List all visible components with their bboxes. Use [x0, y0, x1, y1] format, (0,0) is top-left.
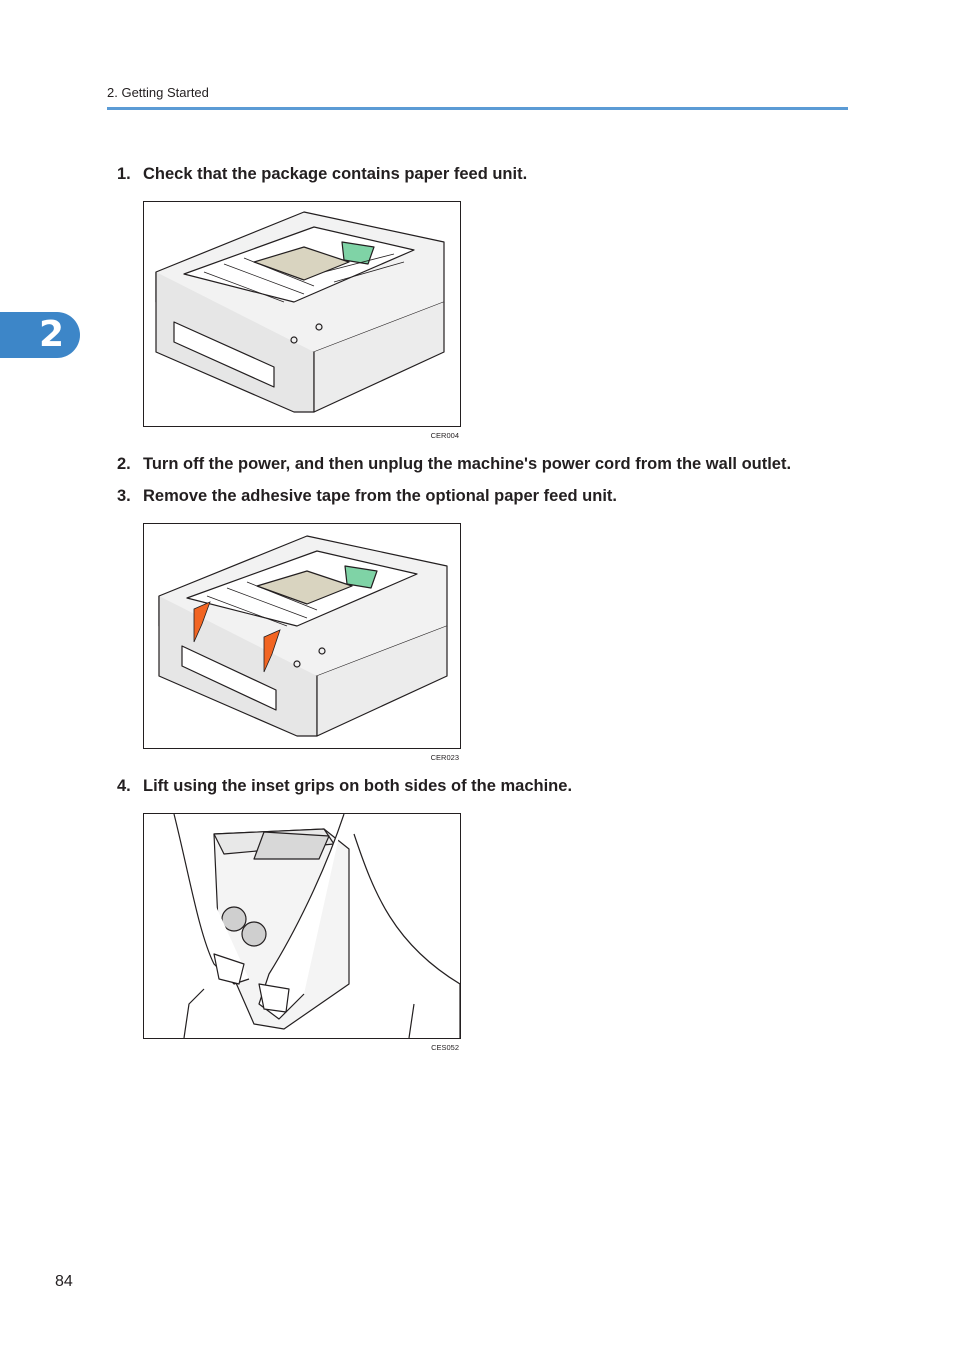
step-number: 3.: [117, 487, 131, 505]
step-text: Check that the package contains paper fe…: [143, 165, 528, 183]
step-text: Remove the adhesive tape from the option…: [143, 487, 618, 505]
lifting-machine-illustration: [173, 814, 460, 1038]
step-1: 1. Check that the package contains paper …: [117, 165, 527, 184]
section-title: 2. Getting Started: [107, 85, 209, 100]
step-text: Turn off the power, and then unplug the …: [143, 455, 792, 473]
step-number: 2.: [117, 455, 131, 473]
figure-code: CER023: [430, 753, 459, 762]
step-2: 2. Turn off the power, and then unplug th…: [117, 455, 791, 474]
step-number: 1.: [117, 165, 131, 183]
step-3: 3. Remove the adhesive tape from the opti…: [117, 487, 617, 506]
figure-paper-feed-unit: [143, 201, 461, 427]
page-number: 84: [55, 1273, 73, 1290]
figure-code: CES052: [431, 1043, 459, 1052]
adhesive-tape-illustration: [158, 535, 448, 737]
header-rule: [107, 107, 848, 110]
step-4: 4. Lift using the inset grips on both sid…: [117, 777, 572, 796]
chapter-tab: 2: [0, 312, 80, 358]
figure-lifting-machine: [143, 813, 461, 1039]
figure-code: CER004: [430, 431, 459, 440]
figure-adhesive-tape: [143, 523, 461, 749]
step-number: 4.: [117, 777, 131, 795]
paper-feed-unit-illustration: [155, 211, 445, 413]
step-text: Lift using the inset grips on both sides…: [143, 777, 573, 795]
